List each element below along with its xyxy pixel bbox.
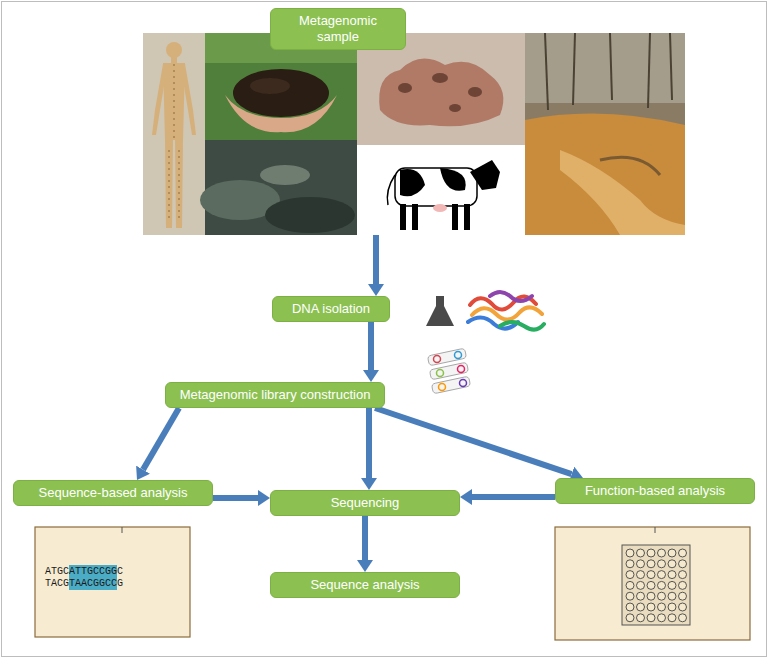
plate-well <box>637 592 645 600</box>
plate-well <box>637 560 645 568</box>
plate-well <box>668 592 676 600</box>
plate-well <box>679 549 687 557</box>
process-box: Sequence analysis <box>270 572 460 598</box>
plate-well <box>637 614 645 622</box>
process-box: Sequence-based analysis <box>13 480 213 506</box>
box-label: Sequence analysis <box>279 577 451 593</box>
plate-well <box>668 581 676 589</box>
flow-arrow <box>362 516 368 560</box>
plate-well <box>658 603 666 611</box>
human-photo <box>143 33 205 235</box>
plate-well <box>647 614 655 622</box>
plate-well <box>679 592 687 600</box>
flow-arrow <box>143 408 179 470</box>
dna-sequence: ATGCATTGCCGGC <box>45 566 123 578</box>
process-box: Metagenomic library construction <box>165 382 385 408</box>
cow-photo <box>357 145 525 235</box>
plate-well <box>658 592 666 600</box>
plate-well <box>647 581 655 589</box>
plate-well <box>626 571 634 579</box>
flow-arrow <box>213 495 258 501</box>
plate-well <box>637 603 645 611</box>
plate-well <box>668 614 676 622</box>
plate-well <box>668 571 676 579</box>
flask-icon <box>426 296 454 326</box>
plate-well <box>626 560 634 568</box>
plate-well <box>668 549 676 557</box>
plate-well <box>647 603 655 611</box>
plate-well <box>679 581 687 589</box>
box-label: Metagenomic library construction <box>174 387 376 403</box>
process-box: Sequencing <box>270 490 460 516</box>
plate-well <box>647 560 655 568</box>
process-box: DNA isolation <box>272 296 390 322</box>
plate-well <box>679 560 687 568</box>
plate-well <box>647 549 655 557</box>
sequence-panel <box>35 527 190 637</box>
plate-well <box>658 549 666 557</box>
flow-arrow <box>366 408 372 478</box>
plate-well <box>658 560 666 568</box>
flow-arrow <box>472 494 555 500</box>
microplate-panel <box>555 527 750 640</box>
box-label: Sequence-based analysis <box>22 485 204 501</box>
library-icon <box>427 348 470 394</box>
plate-well <box>668 560 676 568</box>
plate-well <box>679 614 687 622</box>
plate-well <box>626 592 634 600</box>
process-box: Function-based analysis <box>555 478 755 504</box>
process-box: Metagenomic sample <box>270 8 406 50</box>
plate-well <box>658 571 666 579</box>
plate-well <box>679 603 687 611</box>
plate-well <box>626 581 634 589</box>
plate-well <box>637 581 645 589</box>
plate-well <box>658 581 666 589</box>
flow-arrow <box>368 322 374 370</box>
box-label: Function-based analysis <box>564 483 746 499</box>
plate-well <box>637 571 645 579</box>
plate-well <box>658 614 666 622</box>
mine-drainage-photo <box>525 33 685 235</box>
seafloor-photo <box>200 140 357 235</box>
box-label: DNA isolation <box>281 301 381 317</box>
box-label: Sequencing <box>279 495 451 511</box>
plate-well <box>668 603 676 611</box>
plate-well <box>626 614 634 622</box>
plate-well <box>626 603 634 611</box>
plate-well <box>626 549 634 557</box>
plate-well <box>647 592 655 600</box>
plate-well <box>647 571 655 579</box>
plate-well <box>679 571 687 579</box>
dna-icon <box>468 292 544 330</box>
box-label: Metagenomic sample <box>279 13 397 45</box>
flow-arrow <box>375 408 572 474</box>
dna-sequence: TACGTAACGGCCG <box>45 578 123 590</box>
plate-well <box>637 549 645 557</box>
